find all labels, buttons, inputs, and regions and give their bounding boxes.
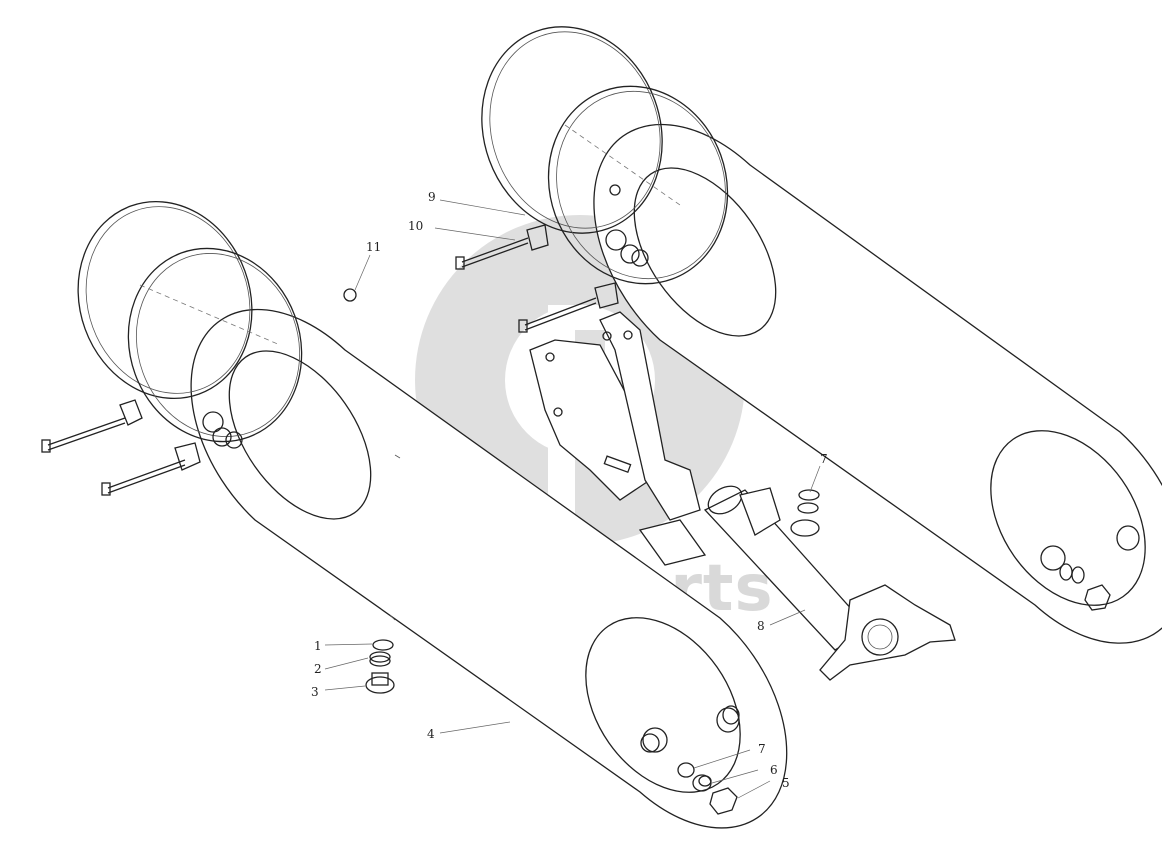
callout-3: 3 <box>311 685 319 699</box>
mounting-bracket <box>529 311 956 681</box>
callout-9: 9 <box>428 190 436 204</box>
callout-11: 11 <box>366 240 381 254</box>
callout-7-left: 7 <box>758 742 766 756</box>
callout-1: 1 <box>314 639 322 653</box>
callout-7-right: 7 <box>820 452 828 466</box>
leader-lines <box>324 199 821 799</box>
callout-5: 5 <box>782 776 790 790</box>
callout-labels: 1 2 3 4 5 6 7 7 8 9 10 11 <box>311 190 828 790</box>
callout-6: 6 <box>770 763 778 777</box>
callout-4: 4 <box>427 727 435 741</box>
callout-10: 10 <box>408 219 423 233</box>
right-tank-assembly <box>455 26 1162 644</box>
callout-8: 8 <box>757 619 765 633</box>
left-tank-assembly <box>41 200 788 829</box>
callout-2: 2 <box>314 662 322 676</box>
